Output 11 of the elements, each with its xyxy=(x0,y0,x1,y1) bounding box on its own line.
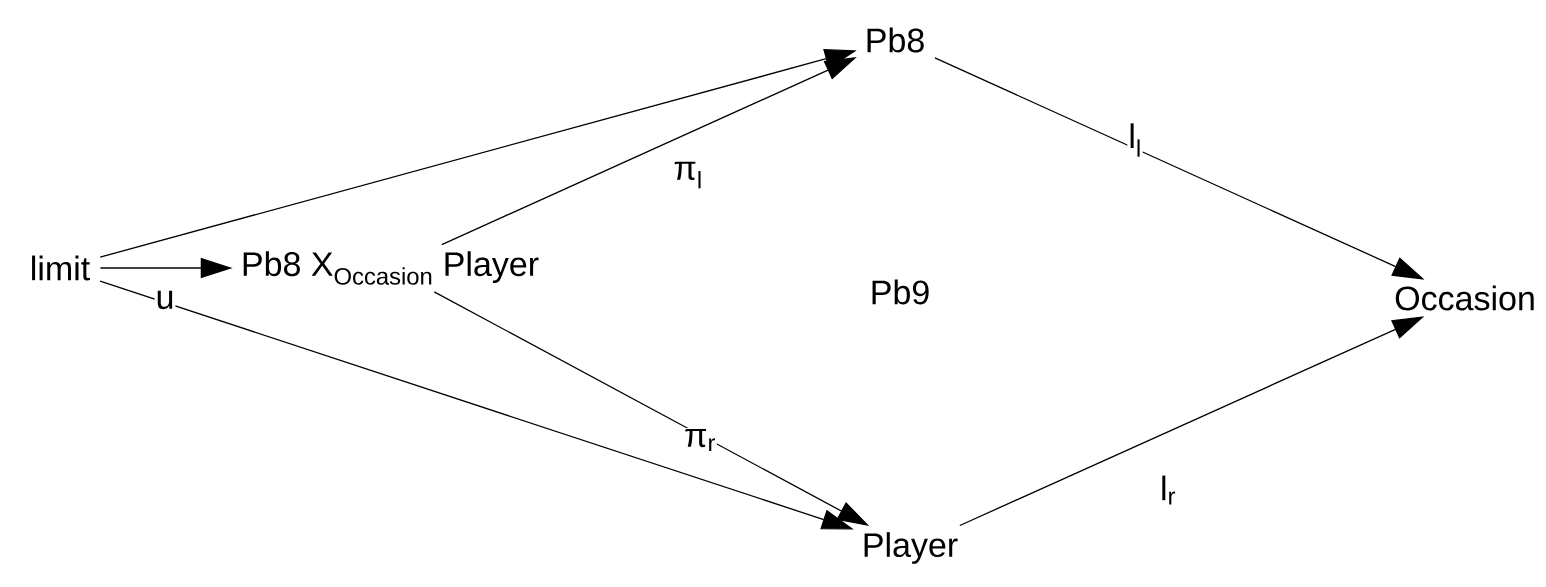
node-label: Occasion xyxy=(1395,285,1534,311)
region-label: Pb9 xyxy=(872,279,929,305)
node-label: Player xyxy=(864,532,958,564)
edge-label: π$_{r}$ xyxy=(685,428,716,452)
edge-label: π$_{l}$ xyxy=(674,161,701,189)
edge-label: l$_{l}$ xyxy=(1130,123,1140,157)
edge-label: l$_{r}$ xyxy=(1162,475,1176,505)
node-label: Pb8 X$_{Occasion}$ Player xyxy=(243,251,539,285)
node-label: Pb8 xyxy=(867,27,924,53)
edge-label: u xyxy=(157,290,173,310)
node-label: limit xyxy=(32,255,90,281)
